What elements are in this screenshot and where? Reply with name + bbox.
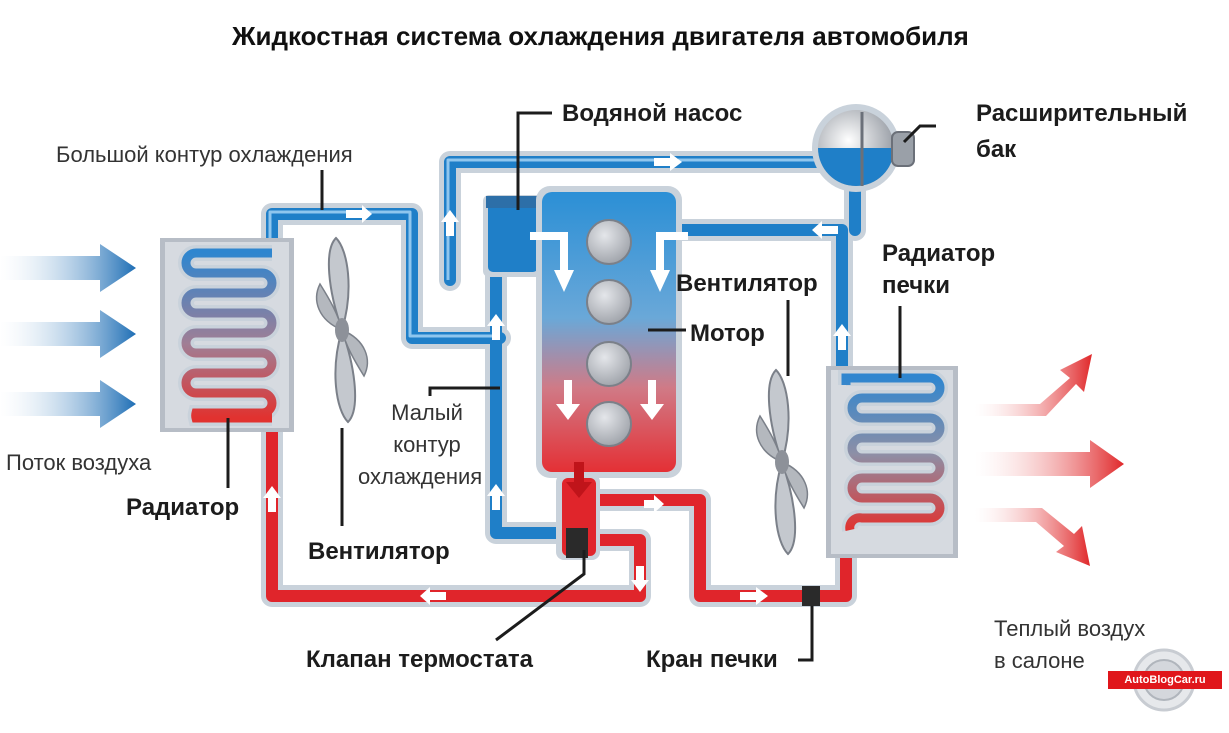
label-radiator: Радиатор [126, 494, 240, 521]
label-heater-valve: Кран печки [646, 646, 778, 673]
label-small-circuit-3: охлаждения [358, 464, 483, 489]
engine-cylinders [586, 219, 632, 447]
left-fan [316, 236, 368, 424]
label-thermostat-valve: Клапан термостата [306, 646, 534, 673]
label-fan-left: Вентилятор [308, 538, 450, 565]
hot-pipes [266, 412, 852, 602]
heater-radiator [826, 366, 958, 558]
label-small-circuit-2: контур [393, 432, 461, 457]
label-heater-radiator-2: печки [882, 272, 950, 299]
thermostat-housing [556, 474, 600, 560]
label-small-circuit-1: Малый [391, 400, 463, 425]
label-warm-air-2: в салоне [994, 648, 1085, 673]
incoming-air-arrows [0, 244, 136, 428]
label-heater-radiator-1: Радиатор [882, 240, 996, 267]
flow-arrows [263, 153, 851, 605]
warm-air-arrows [975, 354, 1124, 566]
label-expansion-tank-2: бак [976, 136, 1017, 163]
label-warm-air-1: Теплый воздух [994, 616, 1146, 641]
right-fan [756, 368, 808, 556]
label-expansion-tank-1: Расширительный [976, 100, 1188, 127]
main-radiator [160, 238, 294, 432]
heater-valve-body [802, 586, 820, 606]
label-air-flow: Поток воздуха [6, 450, 152, 475]
engine-flow-arrows [530, 232, 688, 420]
label-large-circuit: Большой контур охлаждения [56, 142, 353, 167]
label-fan-right: Вентилятор [676, 270, 818, 297]
site-logo: AutoBlogCar.ru [1108, 671, 1222, 689]
page-title: Жидкостная система охлаждения двигателя … [232, 21, 969, 51]
water-pump [483, 195, 543, 277]
leader-lines [226, 111, 936, 662]
label-water-pump: Водяной насос [562, 100, 743, 127]
label-motor: Мотор [690, 320, 765, 347]
expansion-tank [812, 104, 915, 192]
